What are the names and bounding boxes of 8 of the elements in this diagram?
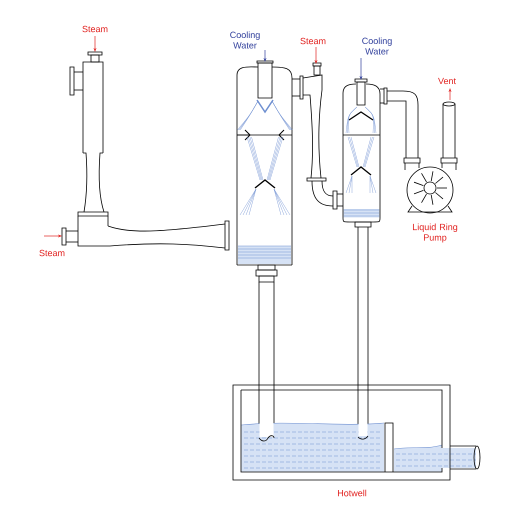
label: Steam xyxy=(39,250,64,256)
label: Cooling Water xyxy=(230,31,260,49)
label: Steam xyxy=(300,38,326,44)
label: Vent xyxy=(438,78,456,84)
label: Liquid Ring Pump xyxy=(412,224,458,242)
label: Cooling Water xyxy=(362,37,392,55)
label: Hotwell xyxy=(338,490,366,496)
label: Steam xyxy=(82,26,108,32)
